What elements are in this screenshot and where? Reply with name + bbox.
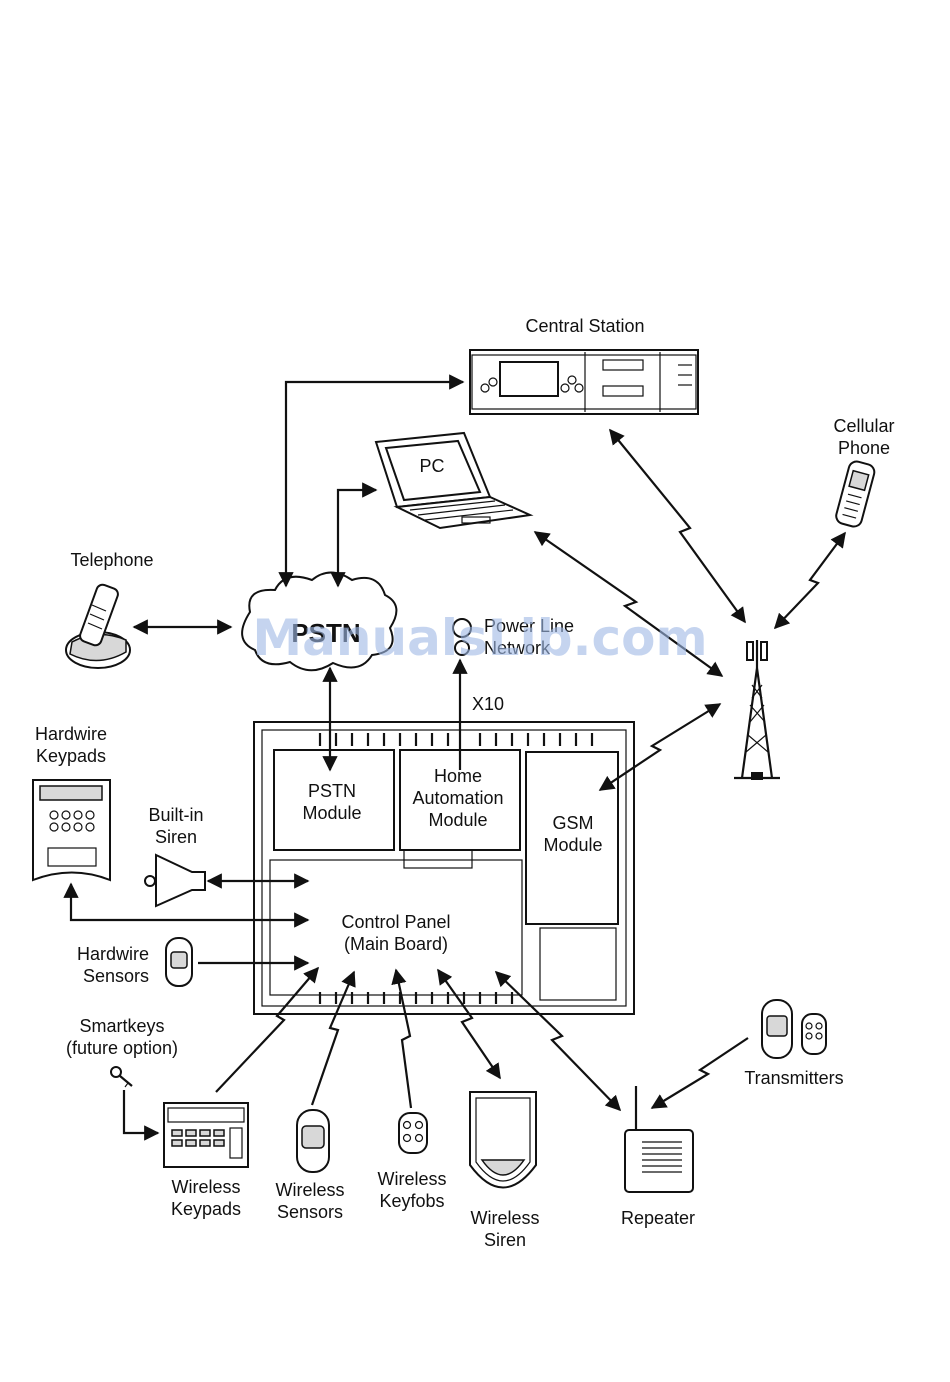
hardwire-keypads-label-1: Hardwire: [35, 724, 107, 744]
link-pc-tower: [533, 531, 724, 677]
hardwire-sensors-label-2: Sensors: [83, 966, 149, 986]
wireless-sensors-label-2: Sensors: [277, 1202, 343, 1222]
telephone-icon: [65, 583, 131, 669]
smartkey-icon: [110, 1066, 133, 1088]
x10-label: X10: [472, 694, 504, 714]
pstn-label: PSTN: [291, 618, 360, 648]
wireless-sensor-icon: [296, 1109, 330, 1173]
wireless-siren-label-2: Siren: [484, 1230, 526, 1250]
home-automation-label-1: Home: [434, 766, 482, 786]
link-keyfob-panel: [391, 968, 413, 1109]
transmitters-icon: [761, 999, 827, 1059]
transmitters-label: Transmitters: [744, 1068, 843, 1088]
wired-connections: [63, 374, 468, 1141]
cellular-phone-icon: [835, 460, 876, 528]
pc-label: PC: [419, 456, 444, 476]
control-panel-label-1: Control Panel: [341, 912, 450, 932]
wireless-keyfob-icon: [398, 1112, 428, 1154]
link-wireless-siren-panel: [437, 968, 501, 1080]
link-transmitters-repeater: [650, 1037, 749, 1109]
hardwire-keypad-icon: [32, 779, 111, 882]
wireless-keypads-label-2: Keypads: [171, 1199, 241, 1219]
hardwire-sensor-icon: [165, 937, 193, 987]
link-pstn-central-station: [278, 374, 465, 588]
wireless-siren-label-1: Wireless: [470, 1208, 539, 1228]
cellular-phone-label-2: Phone: [838, 438, 890, 458]
gsm-module-label-1: GSM: [552, 813, 593, 833]
repeater-icon: [624, 1086, 694, 1193]
watermark: ManualsLib.com: [252, 609, 707, 667]
link-keypad-panel: [63, 882, 310, 928]
cell-tower-icon: [734, 640, 780, 780]
gsm-module-label-2: Module: [543, 835, 602, 855]
smartkeys-label-1: Smartkeys: [79, 1016, 164, 1036]
wireless-keyfobs-label-2: Keyfobs: [379, 1191, 444, 1211]
central-station-device: [469, 349, 699, 415]
link-smartkey-keypad: [122, 1090, 160, 1141]
wireless-siren-icon: [469, 1091, 537, 1189]
power-plug-icon: [452, 618, 472, 656]
central-station-label: Central Station: [525, 316, 644, 336]
wireless-keyfobs-label-1: Wireless: [377, 1169, 446, 1189]
control-panel-label-2: (Main Board): [344, 934, 448, 954]
link-repeater-panel: [494, 970, 622, 1112]
home-automation-label-3: Module: [428, 810, 487, 830]
link-pstn-pc: [330, 482, 378, 588]
smartkeys-label-2: (future option): [66, 1038, 178, 1058]
repeater-label: Repeater: [621, 1208, 695, 1228]
wireless-sensors-label-1: Wireless: [275, 1180, 344, 1200]
pstn-module-label-2: Module: [302, 803, 361, 823]
siren-horn-icon: [144, 853, 206, 908]
pc-laptop-icon: [374, 431, 534, 530]
link-wireless-sensor-panel: [310, 970, 356, 1106]
telephone-label: Telephone: [70, 550, 153, 570]
builtin-siren-label-2: Siren: [155, 827, 197, 847]
cellular-phone-label-1: Cellular: [833, 416, 894, 436]
hardwire-keypads-label-2: Keypads: [36, 746, 106, 766]
pstn-module-label-1: PSTN: [308, 781, 356, 801]
home-automation-label-2: Automation: [412, 788, 503, 808]
link-cellular-tower: [773, 531, 846, 630]
link-gsm-tower: [598, 703, 722, 791]
hardwire-sensors-label-1: Hardwire: [77, 944, 149, 964]
link-wireless-keypad-panel: [215, 966, 320, 1093]
wireless-connections: [215, 428, 846, 1112]
wireless-keypads-label-1: Wireless: [171, 1177, 240, 1197]
wireless-keypad-icon: [163, 1102, 249, 1168]
link-central-station-tower: [609, 428, 746, 624]
builtin-siren-label-1: Built-in: [148, 805, 203, 825]
